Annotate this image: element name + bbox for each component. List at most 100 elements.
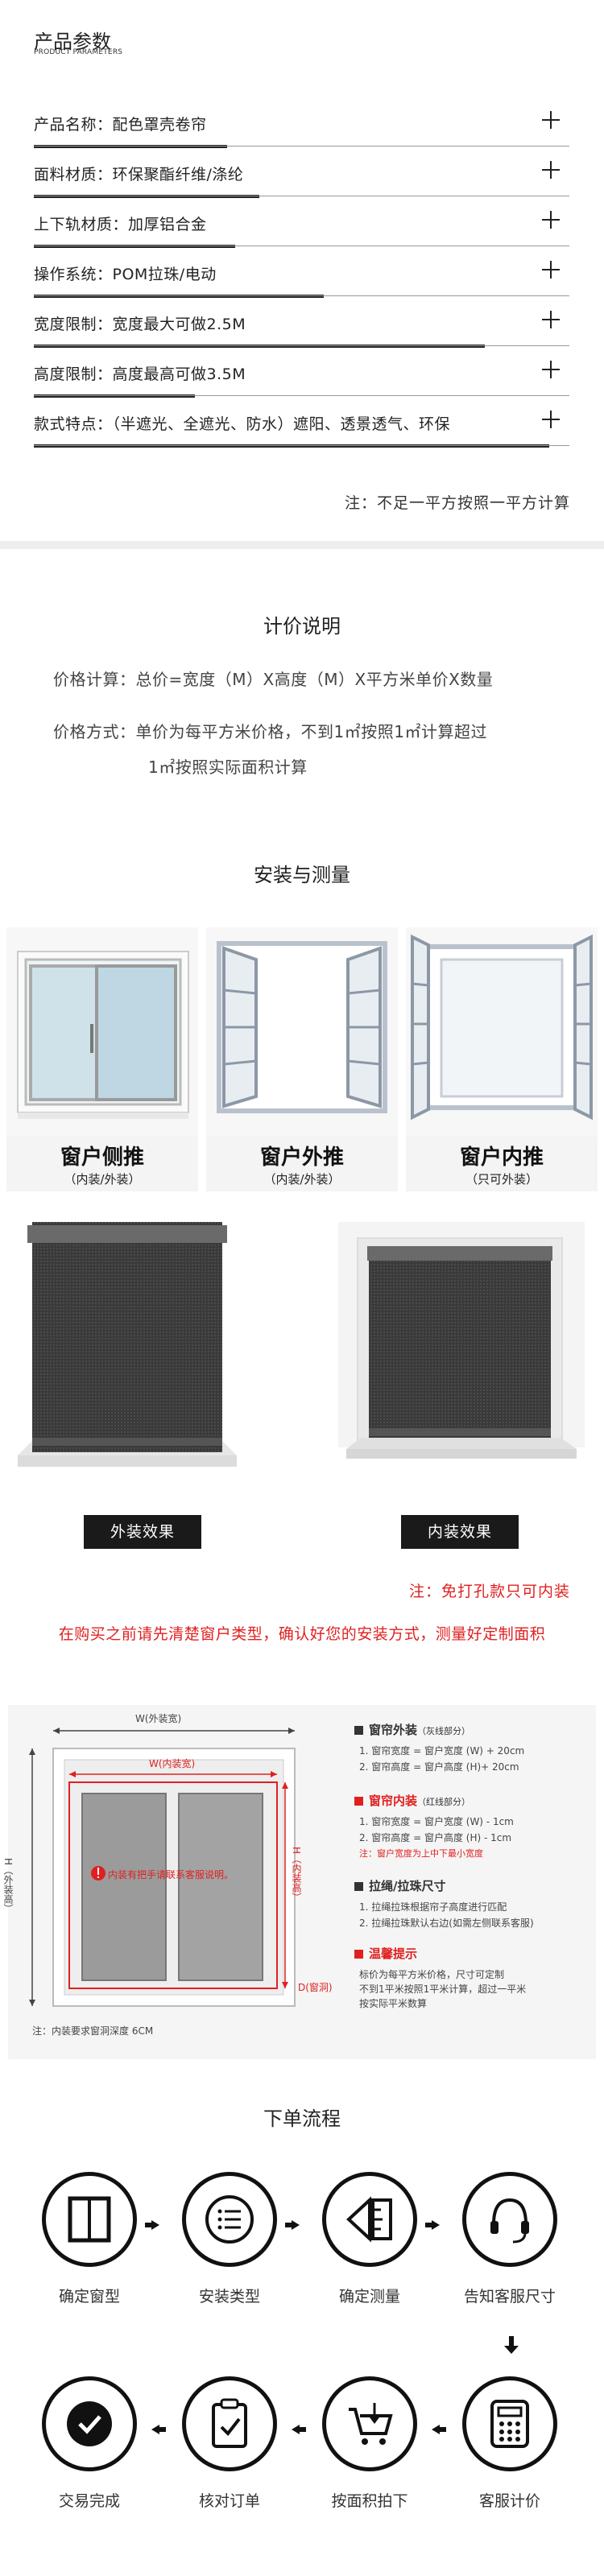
depth-label: D(窗洞) [298,1982,333,1993]
param-row-name[interactable]: 产品名称：配色罩壳卷帘 [34,97,569,148]
window-icon [68,2196,111,2243]
row-divider [34,295,324,298]
section-divider [0,541,604,549]
pricing-method-line2: 1㎡按照实际面积计算 [148,758,308,777]
list-icon [205,2195,254,2244]
param-row-height[interactable]: 高度限制：高度最高可做3.5M [34,346,569,398]
row-divider [34,394,195,398]
param-row-rail[interactable]: 上下轨材质：加厚铝合金 [34,196,569,248]
clipboard-icon [212,2398,247,2448]
sliding-window-image [6,927,198,1137]
plus-icon[interactable] [542,361,560,378]
plus-icon[interactable] [542,111,560,129]
plus-icon[interactable] [542,411,560,428]
w-outer-label: W(外装宽) [135,1713,182,1724]
pricing-title: 计价说明 [263,615,341,638]
flow-label: 交易完成 [58,2492,120,2510]
flow-step-install-type: 安装类型 [179,2172,280,2306]
param-row-fabric[interactable]: 面料材质：环保聚酯纤维/涤纶 [34,147,569,198]
flow-arrows-row2 [151,2425,446,2434]
flow-step-window-type: 确定窗型 [39,2172,140,2306]
param-row-style[interactable]: 款式特点：（半遮光、全遮光、防水）遮阳、透景透气、环保 [34,396,569,448]
cart-icon [349,2403,393,2445]
flow-step-verify: 核对订单 [179,2376,280,2511]
plus-icon[interactable] [542,261,560,279]
row-divider [34,245,235,248]
inside-note: 注：窗户宽度为上中下最小宽度 [359,1848,483,1859]
calculator-icon [490,2400,529,2448]
row-divider [34,195,259,198]
square-icon [354,1950,363,1959]
window-type-sub: （内装/外装） [263,1172,341,1187]
install-title: 安装与测量 [254,864,350,886]
params-note: 注：不足一平方按照一平方计算 [344,494,570,512]
row-divider [34,145,227,148]
plus-icon[interactable] [542,161,560,179]
window-type-sub: （内装/外装） [64,1172,141,1187]
punch-free-note: 注：免打孔款只可内装 [408,1583,570,1600]
flow-label: 确定窗型 [58,2288,120,2306]
flow-label: 核对订单 [198,2492,260,2510]
check-icon [67,2401,112,2446]
tips-line-2: 不到1平米按照1平米计算，超过一平米 [359,1984,527,1995]
window-type-sliding[interactable]: 窗户侧推 （内装/外装） [6,927,198,1191]
tips-head: 温馨提示 [354,1945,417,1962]
flow-step-done: 交易完成 [39,2376,140,2511]
params-subtitle: PRODUCT PARAMETERS [34,48,123,56]
outside-rule-2: 2. 窗帘高度 = 窗户高度 (H)+ 20cm [359,1761,519,1773]
flow-arrow-down [504,2336,519,2354]
inside-mount-image [338,1222,585,1488]
param-label: 产品名称：配色罩壳卷帘 [34,116,207,134]
outside-mount-image [18,1222,237,1488]
h-inner-label: H（内装高） [291,1847,302,1903]
purchase-warning: 在购买之前请先清楚窗户类型，确认好您的安装方式，测量好定制面积 [58,1625,546,1643]
inside-rule-2: 2. 窗帘高度 = 窗户高度 (H) - 1cm [359,1832,512,1843]
flow-label: 客服计价 [478,2492,540,2510]
plus-icon[interactable] [542,211,560,229]
param-row-operation[interactable]: 操作系统：POM拉珠/电动 [34,246,569,298]
cord-rule-2: 2. 拉绳拉珠默认右边(如需左侧联系客服) [359,1918,534,1929]
param-label: 高度限制：高度最高可做3.5M [34,365,246,383]
inward-window-image [406,927,598,1137]
square-icon [354,1726,363,1735]
cord-rule-1: 1. 拉绳拉珠根据帘子高度进行匹配 [359,1901,507,1913]
h-outer-label: H（外装高） [2,1858,14,1914]
row-divider [34,345,485,348]
inside-mount-head: 窗帘内装（红线部分） [354,1792,470,1809]
flow-label: 告知客服尺寸 [463,2288,556,2306]
measurement-diagram [29,1728,296,2007]
square-icon [354,1797,363,1806]
outside-rule-1: 1. 窗帘宽度 = 窗户宽度 (W) + 20cm [359,1745,525,1757]
window-type-title: 窗户侧推 [60,1146,144,1170]
flow-step-tell-service: 告知客服尺寸 [459,2172,561,2306]
param-label: 面料材质：环保聚酯纤维/涤纶 [34,166,244,184]
flow-label: 按面积拍下 [331,2492,408,2510]
window-type-inward[interactable]: 窗户内推 （只可外装） [406,927,598,1191]
flow-arrows-row1 [145,2220,440,2230]
flow-label: 安装类型 [198,2288,260,2306]
handle-tip: 内装有把手请联系客服说明。 [108,1869,234,1880]
param-row-width[interactable]: 宽度限制：宽度最大可做2.5M [34,296,569,348]
param-label: 宽度限制：宽度最大可做2.5M [34,316,246,333]
outside-effect-button[interactable]: 外装效果 [84,1515,201,1549]
flow-title: 下单流程 [263,2107,341,2130]
param-label: 上下轨材质：加厚铝合金 [34,216,207,233]
window-type-outward[interactable]: 窗户外推 （内装/外装） [206,927,398,1191]
w-inner-label: W(内装宽) [149,1758,196,1769]
window-type-title: 窗户外推 [259,1146,344,1170]
measurement-panel: W(外装宽) W(内装宽) H（外装高） H（内装高） D(窗洞) 内装有把手请… [2,1705,596,2059]
cord-head: 拉绳/拉珠尺寸 [354,1877,445,1894]
flow-label: 确定测量 [338,2288,400,2306]
window-type-title: 窗户内推 [459,1146,544,1170]
plus-icon[interactable] [542,311,560,328]
outside-mount-head: 窗帘外装（灰线部分） [354,1721,470,1738]
flow-step-measure: 确定测量 [319,2172,420,2306]
pricing-calc: 价格计算：总价=宽度（M）X高度（M）X平方米单价X数量 [53,670,494,689]
param-label: 款式特点：（半遮光、全遮光、防水）遮阳、透景透气、环保 [34,415,451,433]
pricing-method-line1: 价格方式：单价为每平方米价格，不到1㎡按照1㎡计算超过 [53,722,487,741]
params-title: 产品参数 [34,31,111,53]
square-icon [354,1882,363,1891]
inside-effect-button[interactable]: 内装效果 [401,1515,519,1549]
param-label: 操作系统：POM拉珠/电动 [34,266,217,283]
headset-icon [490,2198,529,2244]
